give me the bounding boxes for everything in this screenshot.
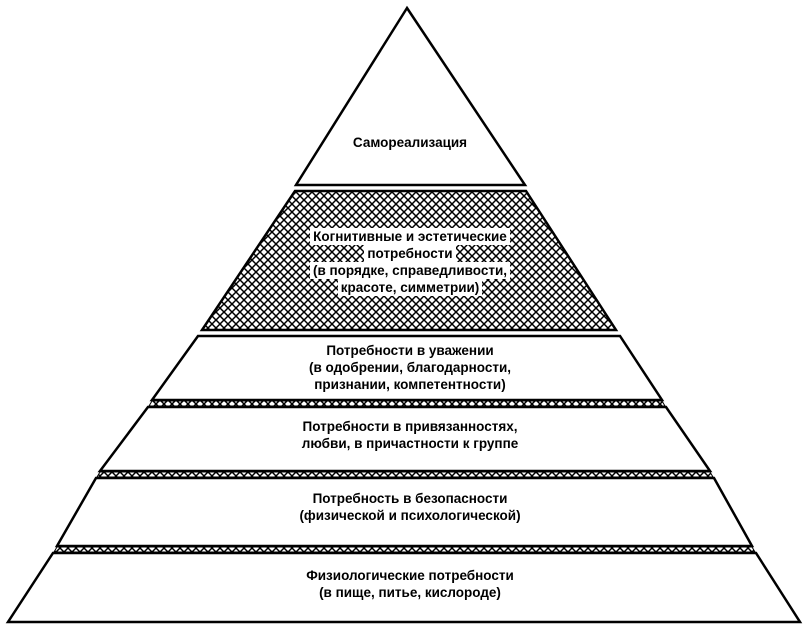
level-self-actualization-label: Самореализация (352, 135, 468, 150)
level-safety-shape (54, 476, 755, 548)
level-esteem-shape (149, 334, 665, 402)
gap-hatch (96, 471, 714, 478)
level-physiological-shape (5, 551, 803, 624)
gap-hatch (53, 546, 756, 553)
level-esteem-label: Потребности в уважении (в одобрении, бла… (308, 343, 512, 392)
level-cognitive-label: Когнитивные и эстетические потребности (… (260, 228, 560, 296)
level-physiological-label: Физиологические потребности (в пище, пит… (306, 568, 514, 600)
level-safety-label: Потребность в безопасности (физической и… (299, 491, 521, 523)
level-self-actualization-shape (293, 5, 528, 187)
level-belonging-shape (97, 405, 713, 473)
gap-hatch (148, 400, 666, 407)
level-belonging-label: Потребности в привязанностях, любви, в п… (301, 419, 519, 451)
